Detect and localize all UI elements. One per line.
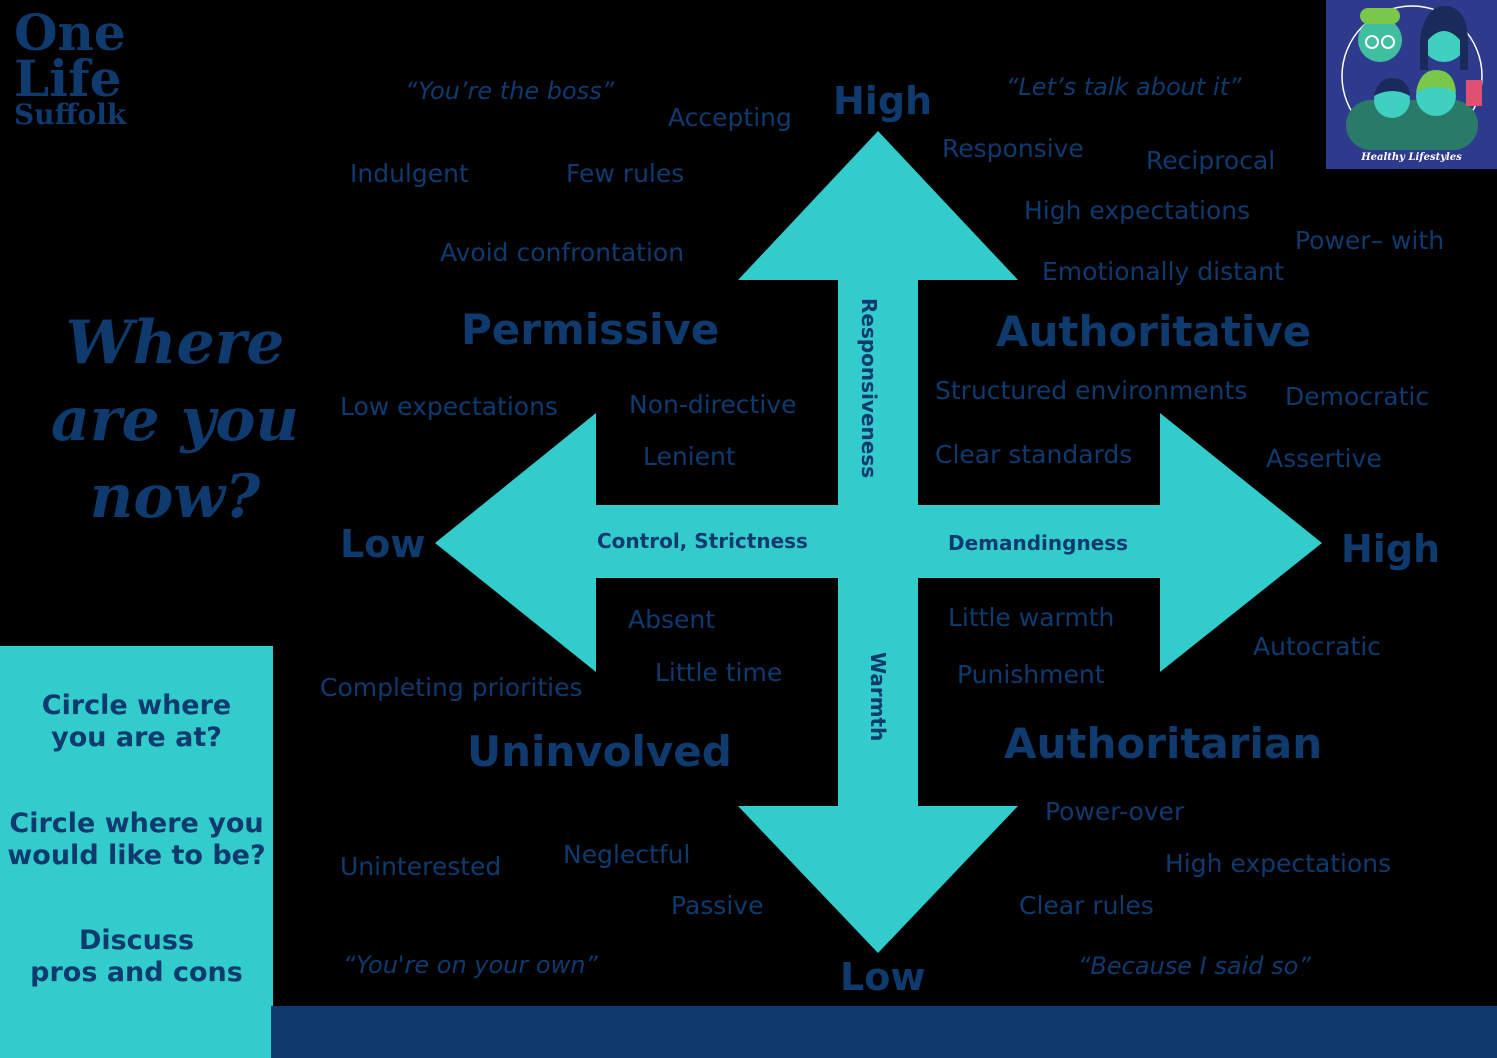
word-uninterested: Uninterested [340, 852, 502, 881]
word-accepting: Accepting [668, 103, 792, 132]
prompt-1-line-1: Circle where [41, 690, 232, 721]
one-life-suffolk-logo: One Life Suffolk [14, 3, 127, 131]
axis-responsiveness-label: Responsiveness [857, 298, 881, 479]
headline: Where are you now? [40, 305, 310, 535]
quadrant-authoritative-title: Authoritative [996, 307, 1312, 356]
healthy-lifestyles-badge: Healthy Lifestyles [1326, 0, 1497, 169]
headline-line-2: are you [50, 384, 300, 455]
prompt-discuss: Discuss pros and cons [0, 925, 273, 990]
axis-left-low: Low [340, 522, 426, 566]
word-little-time: Little time [655, 658, 783, 687]
word-high-expectations-authoritarian: High expectations [1165, 849, 1392, 878]
prompt-box: Circle where you are at? Circle where yo… [0, 646, 273, 1058]
word-autocratic: Autocratic [1253, 632, 1381, 661]
quote-permissive: “You’re the boss” [405, 77, 615, 105]
word-little-warmth: Little warmth [948, 603, 1115, 632]
word-high-expectations-authoritative: High expectations [1024, 196, 1251, 225]
horizontal-double-arrow [435, 413, 1322, 672]
word-reciprocal: Reciprocal [1146, 146, 1276, 175]
word-neglectful: Neglectful [563, 840, 691, 869]
prompt-2-line-2: would like to be? [7, 840, 266, 872]
quote-authoritarian: “Because I said so” [1078, 952, 1311, 980]
word-clear-rules: Clear rules [1019, 891, 1154, 920]
word-democratic: Democratic [1285, 382, 1430, 411]
prompt-circle-goal: Circle where you would like to be? [0, 808, 273, 873]
word-few-rules: Few rules [566, 159, 685, 188]
headline-line-1: Where [65, 308, 285, 378]
logo-line-3: Suffolk [14, 98, 127, 131]
bottom-bar [271, 1006, 1497, 1058]
prompt-3-line-1: Discuss [78, 925, 195, 956]
prompt-3-line-2: pros and cons [30, 957, 243, 989]
word-punishment: Punishment [957, 660, 1105, 689]
badge-caption: Healthy Lifestyles [1361, 152, 1462, 163]
headline-line-3: now? [89, 461, 261, 532]
quadrant-authoritarian-title: Authoritarian [1004, 719, 1323, 768]
axis-right-high: High [1341, 527, 1441, 571]
quadrant-uninvolved-title: Uninvolved [467, 727, 732, 776]
word-passive: Passive [671, 891, 764, 920]
word-responsive: Responsive [942, 134, 1084, 163]
family-illustration-icon [1341, 5, 1483, 150]
word-lenient: Lenient [643, 442, 736, 471]
axis-warmth-label: Warmth [866, 652, 890, 742]
word-power-over: Power-over [1045, 797, 1185, 826]
word-non-directive: Non-directive [629, 390, 797, 419]
axis-bottom-low: Low [840, 955, 926, 999]
word-absent: Absent [628, 605, 716, 634]
logo-line-1: One [14, 3, 126, 62]
word-indulgent: Indulgent [350, 159, 469, 188]
axis-control-label: Control, Strictness [597, 529, 808, 553]
word-power-with: Power– with [1295, 226, 1445, 255]
word-clear-standards: Clear standards [935, 440, 1133, 469]
word-completing-priorities: Completing priorities [320, 673, 583, 702]
word-low-expectations: Low expectations [340, 392, 558, 421]
word-emotionally-distant: Emotionally distant [1042, 257, 1284, 286]
quadrant-permissive-title: Permissive [461, 305, 720, 354]
axis-top-high: High [833, 79, 933, 123]
prompt-2-line-1: Circle where you [9, 808, 264, 839]
logo-line-2: Life [14, 49, 122, 108]
axis-demandingness-label: Demandingness [948, 531, 1129, 555]
prompt-1-line-2: you are at? [51, 722, 222, 754]
word-avoid-confrontation: Avoid confrontation [440, 238, 685, 267]
word-assertive: Assertive [1266, 444, 1382, 473]
quote-uninvolved: “You're on your own” [343, 951, 598, 979]
quote-authoritative: “Let’s talk about it” [1006, 73, 1242, 101]
word-structured-environments: Structured environments [935, 376, 1248, 405]
prompt-circle-now: Circle where you are at? [0, 690, 273, 755]
